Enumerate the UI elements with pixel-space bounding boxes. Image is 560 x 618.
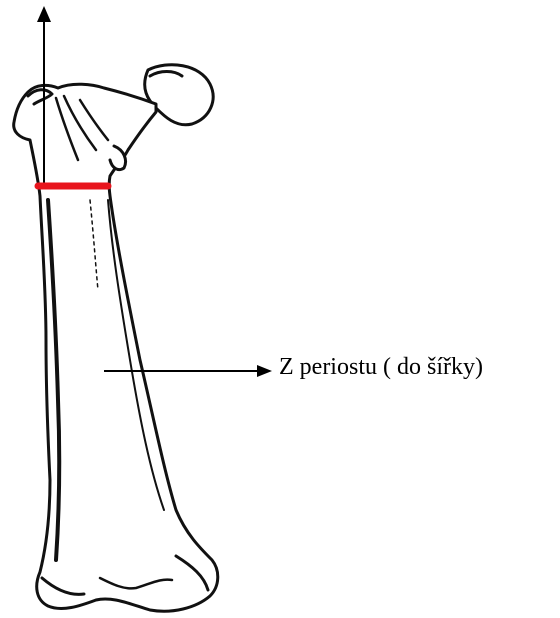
- periosteum-annotation-label: Z periostu ( do šířky): [279, 355, 483, 379]
- arrow-up-head: [37, 6, 51, 22]
- arrow-right-head: [257, 365, 272, 377]
